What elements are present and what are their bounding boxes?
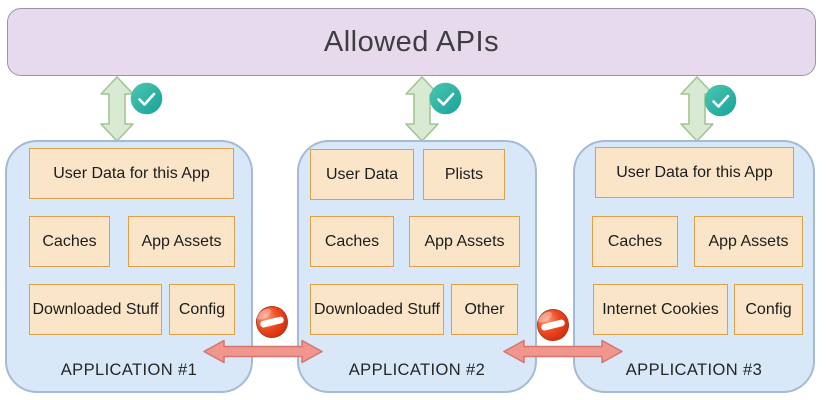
app-label-2: APPLICATION #2 xyxy=(348,361,486,379)
box-caches: Caches xyxy=(310,216,394,267)
box-config: Config xyxy=(734,284,803,335)
box-plists: Plists xyxy=(423,149,505,200)
allowed-apis-title: Allowed APIs xyxy=(323,25,500,58)
box-user-data-for-this-app: User Data for this App xyxy=(29,148,234,199)
box-internet-cookies: Internet Cookies xyxy=(593,284,728,335)
app-label-1: APPLICATION #1 xyxy=(60,361,198,379)
box-app-assets: App Assets xyxy=(409,216,520,267)
no-entry-icon xyxy=(534,306,572,344)
box-config: Config xyxy=(169,284,235,335)
box-user-data: User Data xyxy=(310,149,414,200)
box-user-data-for-this-app: User Data for this App xyxy=(595,147,794,198)
check-icon xyxy=(429,82,462,115)
box-app-assets: App Assets xyxy=(694,216,803,267)
app-container-2: User Data Plists Caches App Assets Downl… xyxy=(297,140,537,393)
double-arrow-horizontal-icon xyxy=(203,339,323,364)
allowed-apis-bar: Allowed APIs xyxy=(7,8,816,76)
blocked-link-arrow-2 xyxy=(503,339,623,364)
app-container-1: User Data for this App Caches App Assets… xyxy=(5,140,253,393)
box-caches: Caches xyxy=(29,216,110,267)
box-caches: Caches xyxy=(592,216,678,267)
box-other: Other xyxy=(451,284,518,335)
double-arrow-horizontal-icon xyxy=(503,339,623,364)
box-downloaded-stuff: Downloaded Stuff xyxy=(29,284,162,335)
box-downloaded-stuff: Downloaded Stuff xyxy=(310,284,444,335)
double-arrow-vertical-icon xyxy=(100,76,134,142)
no-entry-icon xyxy=(253,303,291,341)
app-label-3: APPLICATION #3 xyxy=(625,361,763,379)
check-icon xyxy=(130,82,163,115)
check-icon xyxy=(704,84,737,117)
blocked-link-arrow-1 xyxy=(203,339,323,364)
allowed-link-arrow-1 xyxy=(100,76,134,142)
box-app-assets: App Assets xyxy=(128,216,235,267)
